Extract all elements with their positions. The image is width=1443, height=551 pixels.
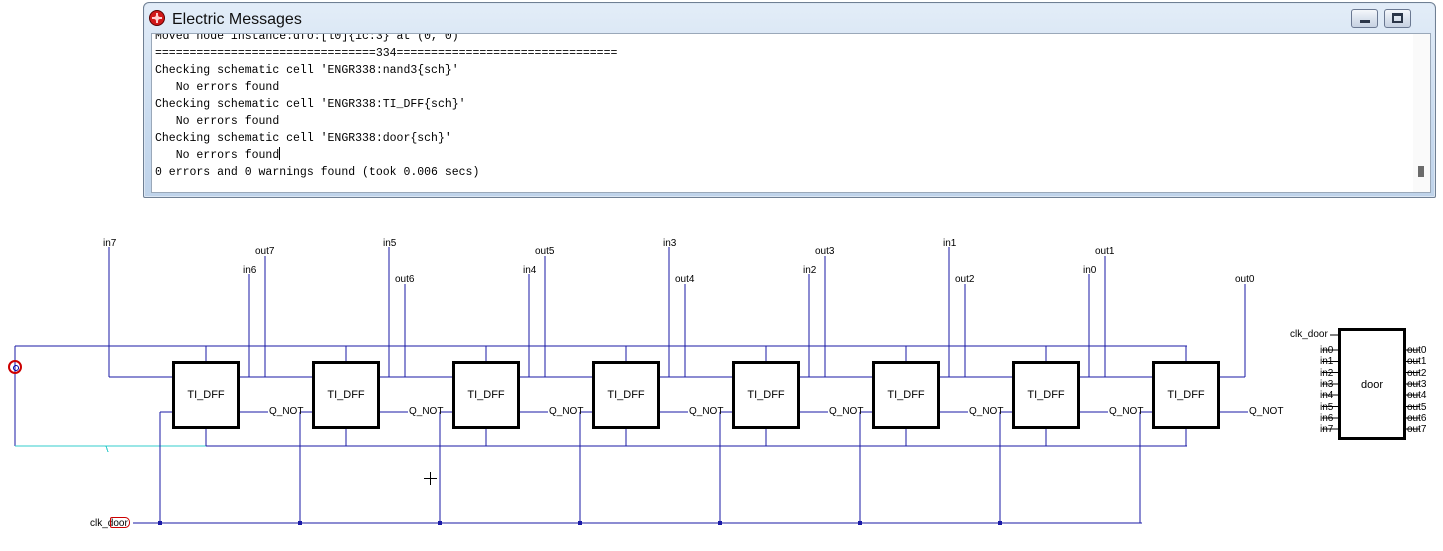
- output-label: out6: [395, 274, 415, 285]
- vertical-scrollbar[interactable]: [1413, 34, 1430, 192]
- dff-label: TI_DFF: [887, 389, 925, 401]
- message-line: Checking schematic cell 'ENGR338:door{sc…: [155, 132, 452, 145]
- door-input-port-label: in3: [1320, 378, 1334, 390]
- output-label: out5: [535, 246, 555, 257]
- wire-junction: [998, 521, 1002, 525]
- minimize-button[interactable]: [1351, 9, 1378, 28]
- door-input-port-label: in4: [1320, 390, 1334, 402]
- door-output-port-label: out4: [1407, 390, 1427, 402]
- output-label: out2: [955, 274, 975, 285]
- dff-label: TI_DFF: [187, 389, 225, 401]
- scroll-thumb[interactable]: [1418, 166, 1424, 177]
- door-input-port-label: in2: [1320, 367, 1334, 379]
- text-caret: [279, 147, 281, 160]
- q-not-label: Q_NOT: [1249, 406, 1284, 417]
- dff-label: TI_DFF: [747, 389, 785, 401]
- message-line: Checking schematic cell 'ENGR338:TI_DFF{…: [155, 98, 466, 111]
- input-label: in4: [523, 265, 537, 276]
- door-input-port-label: in5: [1320, 401, 1334, 413]
- dff-label: TI_DFF: [327, 389, 365, 401]
- output-label: out1: [1095, 246, 1115, 257]
- input-label: in2: [803, 265, 817, 276]
- door-input-port-label: in0: [1320, 345, 1334, 356]
- door-output-port-label: out0: [1407, 345, 1427, 356]
- door-input-port-label: in7: [1320, 424, 1334, 436]
- wire-junction: [438, 521, 442, 525]
- window-title: Electric Messages: [172, 11, 302, 28]
- door-cell-label: door: [1360, 379, 1384, 391]
- dff-label: TI_DFF: [467, 389, 505, 401]
- power-port-symbol[interactable]: [8, 360, 22, 374]
- wire-junction: [718, 521, 722, 525]
- output-label: out7: [255, 246, 275, 257]
- message-list: Moved node instance:dfo:[l0]{ic:3} at (0…: [155, 33, 618, 181]
- q-not-label: Q_NOT: [549, 406, 584, 417]
- door-output-port-label: out2: [1407, 367, 1427, 379]
- dff-label: TI_DFF: [607, 389, 645, 401]
- door-input-port-label: in1: [1320, 356, 1334, 368]
- dff-label: TI_DFF: [1167, 389, 1205, 401]
- input-label: in7: [103, 238, 117, 249]
- message-line: No errors found: [155, 81, 280, 94]
- clock-label: clk_door: [90, 518, 128, 529]
- door-output-port-label: out6: [1407, 412, 1427, 424]
- input-label: in1: [943, 238, 957, 249]
- input-label: in0: [1083, 265, 1097, 276]
- output-label: out4: [675, 274, 695, 285]
- message-line: No errors found: [155, 115, 280, 128]
- messages-window: Electric Messages Moved node instance:df…: [143, 2, 1436, 198]
- crosshair-cursor-icon: [424, 472, 437, 485]
- clock-export-pin[interactable]: [110, 517, 130, 528]
- message-line: No errors found: [155, 147, 281, 162]
- q-not-label: Q_NOT: [1109, 406, 1144, 417]
- message-line: 0 errors and 0 warnings found (took 0.00…: [155, 166, 480, 179]
- electric-app-icon: [149, 10, 165, 26]
- ti-dff-instance[interactable]: TI_DFF: [732, 361, 800, 429]
- wires-layer: [14, 247, 1420, 525]
- ti-dff-instance[interactable]: TI_DFF: [312, 361, 380, 429]
- door-output-port-label: out3: [1407, 378, 1427, 390]
- ti-dff-instance[interactable]: TI_DFF: [172, 361, 240, 429]
- ground-marker[interactable]: [105, 445, 109, 453]
- q-not-label: Q_NOT: [689, 406, 724, 417]
- wire-junction: [578, 521, 582, 525]
- door-input-port-label: in6: [1320, 412, 1334, 424]
- door-output-port-label: out1: [1407, 356, 1427, 368]
- maximize-button[interactable]: [1384, 9, 1411, 28]
- dff-label: TI_DFF: [1027, 389, 1065, 401]
- ti-dff-instance[interactable]: TI_DFF: [592, 361, 660, 429]
- input-label: in3: [663, 238, 677, 249]
- message-line: ================================334=====…: [155, 47, 618, 60]
- ti-dff-instance[interactable]: TI_DFF: [452, 361, 520, 429]
- message-line: Checking schematic cell 'ENGR338:nand3{s…: [155, 64, 459, 77]
- title-bar[interactable]: Electric Messages: [144, 3, 1435, 33]
- input-label: in6: [243, 265, 257, 276]
- messages-text-area[interactable]: Moved node instance:dfo:[l0]{ic:3} at (0…: [151, 33, 1431, 193]
- ti-dff-instance[interactable]: TI_DFF: [1012, 361, 1080, 429]
- door-cell-icon[interactable]: door: [1338, 328, 1406, 440]
- output-label: out3: [815, 246, 835, 257]
- minimize-icon: [1360, 20, 1370, 23]
- maximize-icon: [1392, 13, 1403, 23]
- wire-junction: [298, 521, 302, 525]
- door-clk-port-label: clk_door: [1290, 329, 1328, 340]
- q-not-label: Q_NOT: [409, 406, 444, 417]
- wire-junction: [858, 521, 862, 525]
- output-label: out0: [1235, 274, 1255, 285]
- ti-dff-instance[interactable]: TI_DFF: [1152, 361, 1220, 429]
- ti-dff-instance[interactable]: TI_DFF: [872, 361, 940, 429]
- q-not-label: Q_NOT: [269, 406, 304, 417]
- input-label: in5: [383, 238, 397, 249]
- door-output-port-label: out5: [1407, 401, 1427, 413]
- q-not-label: Q_NOT: [829, 406, 864, 417]
- door-output-port-label: out7: [1407, 424, 1427, 436]
- q-not-label: Q_NOT: [969, 406, 1004, 417]
- wire-junction: [158, 521, 162, 525]
- message-line: Moved node instance:dfo:[l0]{ic:3} at (0…: [155, 33, 459, 43]
